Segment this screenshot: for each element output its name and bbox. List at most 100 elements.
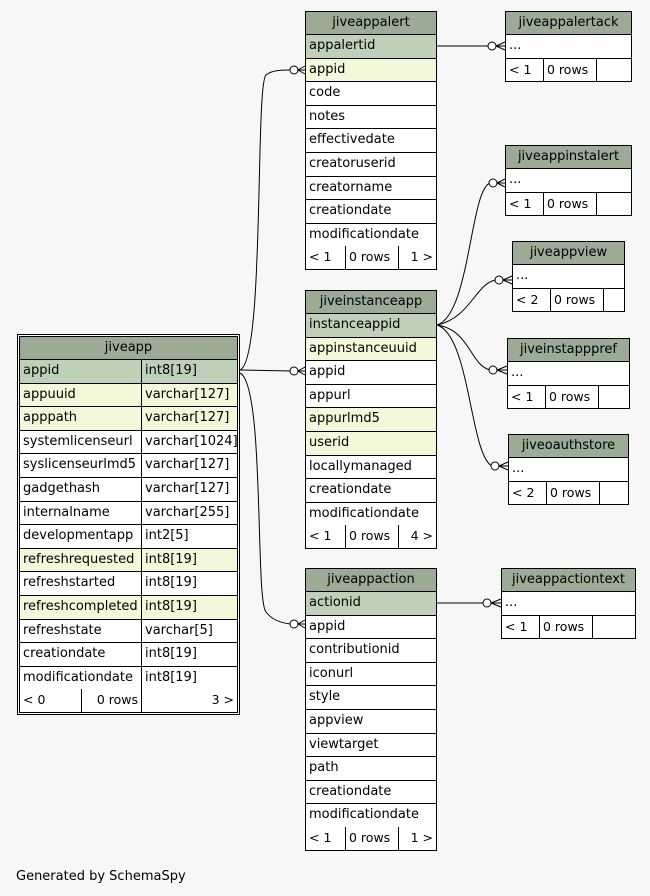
- column-name: creationdate: [23, 646, 106, 662]
- table-footer: < 1 0 rows 4 >: [306, 525, 436, 548]
- table-title: jiveappview: [513, 242, 624, 265]
- table-jiveappview[interactable]: jiveappview ... < 2 0 rows: [512, 241, 625, 313]
- column-row: modificationdate: [306, 804, 436, 827]
- column-name: instanceappid: [309, 317, 401, 332]
- column-name: iconurl: [309, 665, 354, 681]
- column-name: appurlmd5: [309, 411, 380, 427]
- column-name: path: [309, 760, 339, 776]
- table-jiveoauthstore[interactable]: jiveoauthstore ... < 2 0 rows: [508, 434, 629, 506]
- table-footer: < 2 0 rows: [509, 481, 628, 505]
- column-name: modificationdate: [309, 807, 419, 823]
- column-type: varchar[127]: [141, 477, 237, 501]
- column-row: modificationdate: [306, 503, 436, 526]
- edge-jiveinstanceapp-jiveinstapppref: [436, 324, 491, 371]
- column-row: appalertid: [306, 35, 436, 59]
- column-row: viewtarget: [306, 734, 436, 758]
- column-type: varchar[1024]: [141, 430, 237, 454]
- column-name: appinstanceuuid: [309, 340, 417, 356]
- edge-jiveapp-jiveappaction: [239, 372, 291, 625]
- table-title: jiveappinstalert: [506, 146, 631, 169]
- table-title: jiveappalertack: [506, 12, 631, 35]
- column-type: int8[19]: [141, 548, 237, 572]
- column-name: effectivedate: [309, 132, 395, 148]
- column-row: creatoruserid: [306, 153, 436, 177]
- column-row: ...: [508, 362, 629, 386]
- column-row: instanceappid: [306, 314, 436, 338]
- edge-jiveapp-jiveinstanceapp: [239, 369, 291, 372]
- column-row: creationdate: [306, 781, 436, 805]
- column-name: appalertid: [309, 38, 376, 53]
- column-row: path: [306, 757, 436, 781]
- table-title: jiveinstanceapp: [306, 291, 436, 314]
- column-row: creatorname: [306, 177, 436, 201]
- column-name: style: [309, 689, 341, 705]
- table-jiveappinstalert[interactable]: jiveappinstalert ... < 1 0 rows: [505, 145, 632, 217]
- column-type: varchar[255]: [141, 501, 237, 525]
- column-row: locallymanaged: [306, 456, 436, 480]
- column-row: appid: [306, 58, 436, 83]
- column-name: contributionid: [309, 642, 400, 658]
- column-row: appid: [306, 616, 436, 640]
- column-type: int8[19]: [141, 666, 237, 690]
- column-name: appid: [309, 618, 346, 634]
- column-name: modificationdate: [309, 226, 419, 242]
- table-title: jiveapp: [20, 337, 237, 360]
- column-row: ...: [506, 169, 631, 193]
- table-footer: < 1 0 rows 1 >: [306, 246, 436, 269]
- column-name: internalname: [23, 504, 110, 520]
- column-row: style: [306, 686, 436, 710]
- column-name: code: [309, 85, 341, 101]
- table-footer: < 1 0 rows: [506, 58, 631, 82]
- column-name: gadgethash: [23, 480, 101, 496]
- table-footer: < 1 0 rows: [506, 192, 631, 216]
- column-row: internalname varchar[255]: [20, 501, 237, 526]
- table-title: jiveappactiontext: [502, 569, 635, 592]
- column-name: creatorname: [309, 179, 393, 195]
- column-name: creationdate: [309, 482, 392, 498]
- column-name: notes: [309, 108, 346, 124]
- column-row: ...: [513, 265, 624, 289]
- column-name: creatoruserid: [309, 155, 396, 171]
- column-name: systemlicenseurl: [23, 433, 133, 449]
- column-row: appurl: [306, 385, 436, 409]
- table-jiveinstapppref[interactable]: jiveinstapppref ... < 1 0 rows: [507, 338, 630, 410]
- column-row: gadgethash varchar[127]: [20, 477, 237, 502]
- column-name: appurl: [309, 387, 351, 403]
- table-jiveinstanceapp[interactable]: jiveinstanceapp instanceappid appinstance…: [305, 290, 437, 549]
- table-jiveappactiontext[interactable]: jiveappactiontext ... < 1 0 rows: [501, 568, 636, 640]
- column-name: refreshstarted: [23, 575, 116, 591]
- column-row: ...: [506, 35, 631, 59]
- column-type: int8[19]: [141, 595, 237, 619]
- column-name: appid: [309, 364, 346, 380]
- column-row: appinstanceuuid: [306, 337, 436, 362]
- column-row: creationdate: [306, 200, 436, 224]
- edge-jiveinstanceapp-jiveoauthstore: [436, 324, 493, 467]
- column-row: systemlicenseurl varchar[1024]: [20, 430, 237, 455]
- column-name: appview: [309, 712, 364, 728]
- column-row: ...: [502, 592, 635, 616]
- column-row: code: [306, 82, 436, 106]
- column-name: actionid: [309, 595, 361, 610]
- column-row: appview: [306, 710, 436, 734]
- table-jiveappalertack[interactable]: jiveappalertack ... < 1 0 rows: [505, 11, 632, 83]
- column-name: apppath: [23, 410, 78, 426]
- generated-by-label: Generated by SchemaSpy: [16, 869, 186, 884]
- column-row: iconurl: [306, 663, 436, 687]
- edge-jiveinstanceapp-jiveappinstalert: [436, 182, 491, 326]
- column-type: varchar[127]: [141, 383, 237, 407]
- column-name: locallymanaged: [309, 458, 412, 474]
- table-footer: < 2 0 rows: [513, 288, 624, 312]
- column-row: ...: [509, 458, 628, 482]
